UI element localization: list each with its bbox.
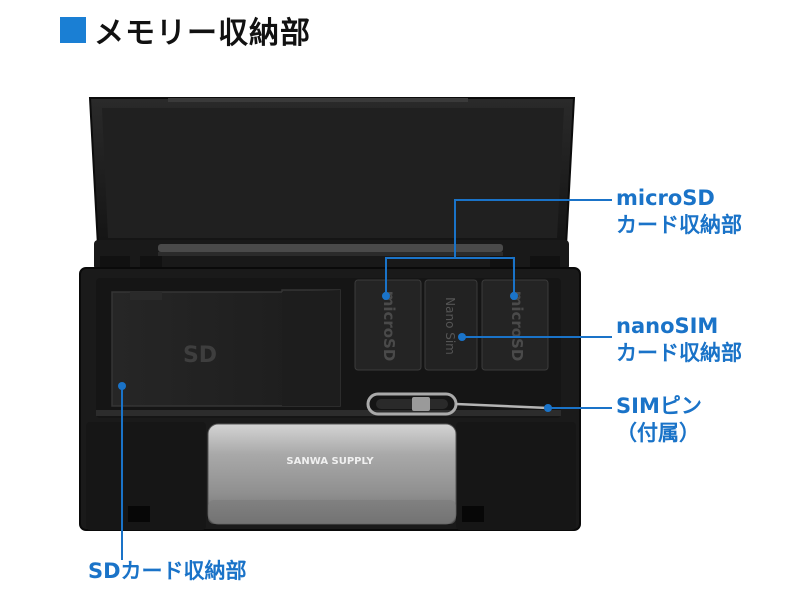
label-simpin: SIMピン （付属）: [616, 393, 702, 447]
label-microsd: microSD カード収納部: [616, 185, 742, 239]
label-nanosim-line2: カード収納部: [616, 341, 742, 365]
label-nanosim-line1: nanoSIM: [616, 314, 719, 338]
label-simpin-line1: SIMピン: [616, 394, 702, 418]
microsd-text-right: microSD: [508, 291, 526, 362]
section-header: メモリー収納部: [60, 10, 311, 51]
case-lid: [88, 97, 576, 247]
section-title: メモリー収納部: [94, 16, 311, 51]
reader-brand: SANWA SUPPLY: [286, 456, 374, 467]
nano-sim-text: Nano Sim: [443, 297, 457, 355]
label-nanosim: nanoSIM カード収納部: [616, 313, 742, 367]
blue-square-icon: [60, 17, 86, 43]
sd-card: SD: [111, 289, 341, 407]
sim-pin: [366, 392, 549, 416]
label-microsd-line1: microSD: [616, 186, 715, 210]
label-microsd-line2: カード収納部: [616, 213, 742, 237]
label-sd-text: SDカード収納部: [88, 559, 247, 583]
label-sd: SDカード収納部: [88, 558, 247, 585]
callout-dots: [118, 292, 552, 412]
card-slots: microSD Nano Sim microSD: [354, 279, 549, 371]
sd-card-text: SD: [183, 343, 217, 368]
card-reader: SANWA SUPPLY: [86, 422, 576, 530]
callout-lines: [121, 199, 612, 560]
microsd-text-left: microSD: [380, 291, 398, 362]
label-simpin-line2: （付属）: [616, 421, 700, 445]
